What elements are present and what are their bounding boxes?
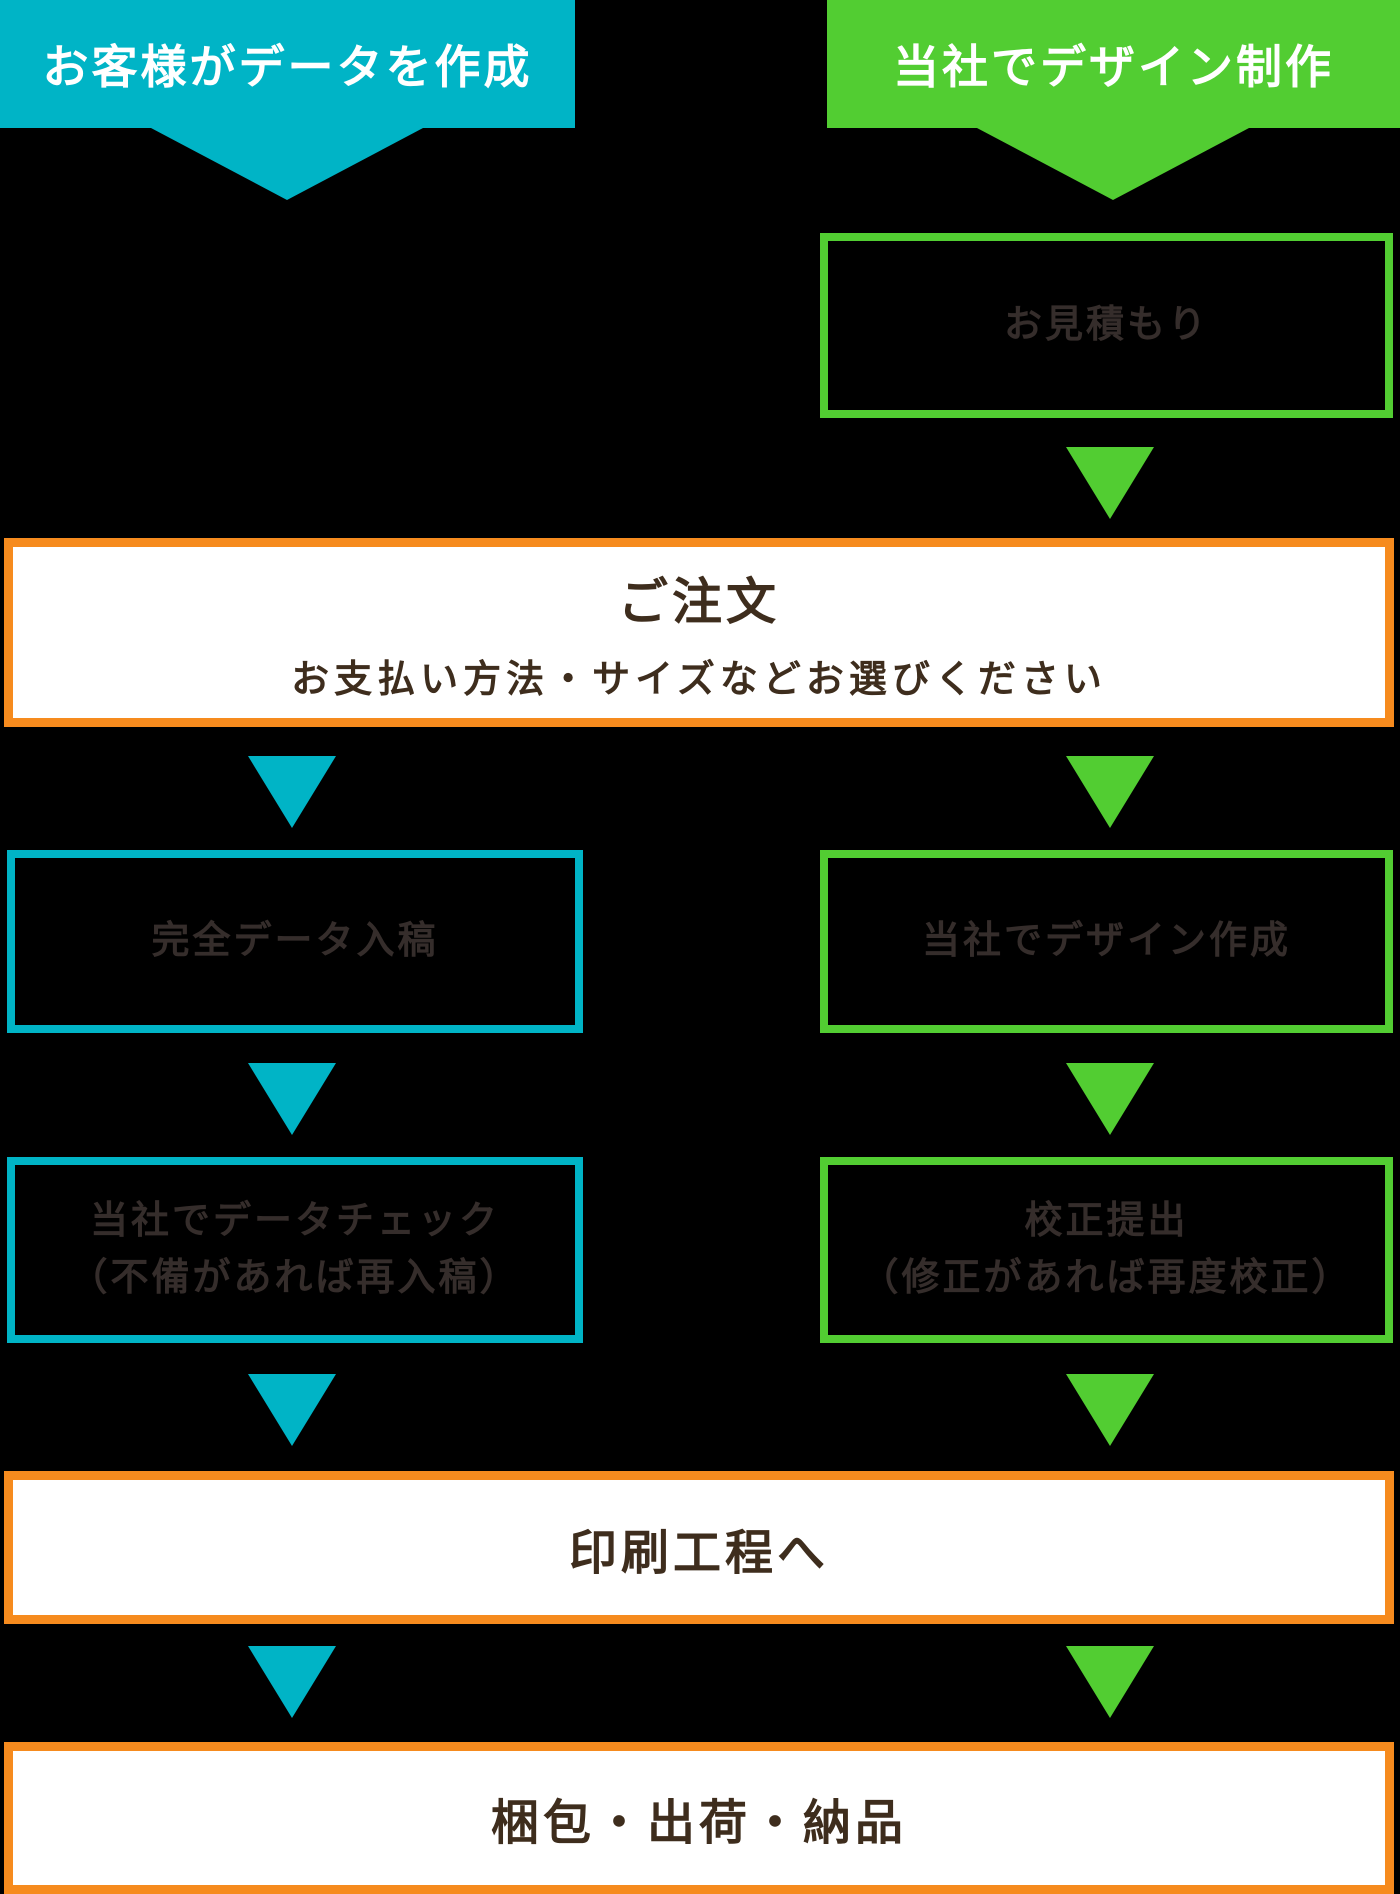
data-submit-box: 完全データ入稿 bbox=[7, 850, 583, 1033]
down-arrow-icon bbox=[1066, 1374, 1154, 1446]
print-process-box: 印刷工程へ bbox=[4, 1471, 1394, 1624]
data-check-line1: 当社でデータチェック bbox=[89, 1200, 500, 1242]
data-check-box: 当社でデータチェック （不備があれば再入稿） bbox=[7, 1157, 583, 1343]
data-check-line2: （不備があれば再入稿） bbox=[69, 1257, 521, 1299]
company-design-banner: 当社でデザイン制作 bbox=[827, 0, 1400, 128]
order-subtitle: お支払い方法・サイズなどお選びください bbox=[291, 659, 1107, 701]
down-arrow-icon bbox=[248, 756, 336, 828]
data-submit-label: 完全データ入稿 bbox=[151, 920, 439, 962]
proof-box: 校正提出 （修正があれば再度校正） bbox=[820, 1157, 1393, 1343]
design-create-box: 当社でデザイン作成 bbox=[820, 850, 1393, 1033]
ship-deliver-label: 梱包・出荷・納品 bbox=[490, 1797, 907, 1850]
down-arrow-icon bbox=[248, 1374, 336, 1446]
company-banner-pointer-icon bbox=[977, 128, 1249, 200]
down-arrow-icon bbox=[1066, 447, 1154, 519]
proof-line2: （修正があれば再度校正） bbox=[860, 1257, 1353, 1299]
customer-data-banner-label: お客様がデータを作成 bbox=[42, 41, 533, 93]
down-arrow-icon bbox=[248, 1063, 336, 1135]
design-create-label: 当社でデザイン作成 bbox=[921, 920, 1291, 962]
down-arrow-icon bbox=[1066, 1646, 1154, 1718]
order-box: ご注文 お支払い方法・サイズなどお選びください bbox=[4, 538, 1394, 727]
customer-data-banner: お客様がデータを作成 bbox=[0, 0, 575, 128]
estimate-label: お見積もり bbox=[1003, 304, 1209, 346]
customer-banner-pointer-icon bbox=[151, 128, 423, 200]
down-arrow-icon bbox=[1066, 756, 1154, 828]
estimate-box: お見積もり bbox=[820, 233, 1393, 418]
company-design-banner-label: 当社でデザイン制作 bbox=[893, 41, 1334, 93]
down-arrow-icon bbox=[248, 1646, 336, 1718]
down-arrow-icon bbox=[1066, 1063, 1154, 1135]
proof-line1: 校正提出 bbox=[1024, 1200, 1189, 1242]
order-title: ご注文 bbox=[618, 574, 780, 630]
ship-deliver-box: 梱包・出荷・納品 bbox=[4, 1742, 1394, 1894]
print-process-label: 印刷工程へ bbox=[568, 1526, 829, 1580]
